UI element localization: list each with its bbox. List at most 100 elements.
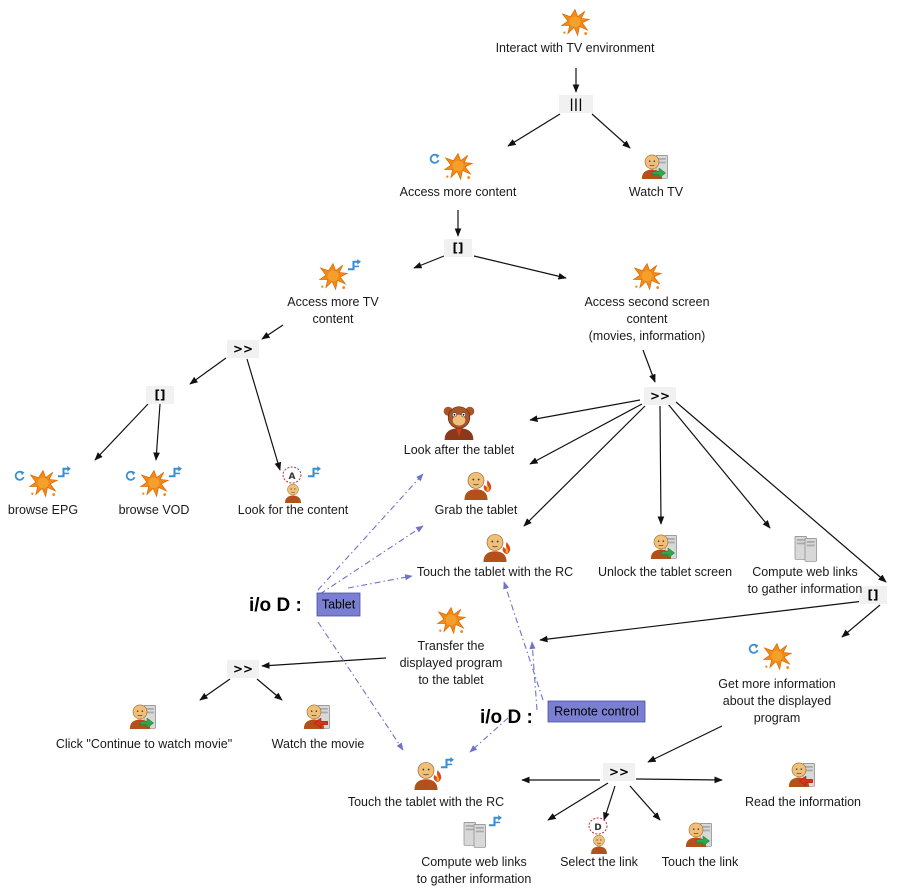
task-label: Get more information — [718, 677, 835, 691]
operator-transfer: >> — [227, 660, 259, 678]
task-link — [547, 782, 609, 821]
task-label: displayed program — [400, 656, 503, 670]
device-prefix: i/o D : — [480, 707, 533, 728]
task-label: (movies, information) — [589, 329, 706, 343]
task-root: Interact with TV environment — [496, 9, 655, 55]
abstract-task-icon — [561, 9, 590, 36]
task-label: Access more TV — [287, 295, 379, 309]
task-label: Transfer the — [418, 639, 485, 653]
task-link — [529, 399, 641, 422]
iterative-icon — [14, 469, 26, 481]
task-label: Select the link — [560, 855, 639, 869]
abstract-task-icon — [29, 470, 58, 497]
task-link — [635, 776, 723, 784]
operator-root: ||| — [559, 95, 593, 113]
task-touch-rc: Touch the tablet with the RC — [417, 534, 573, 579]
motor-icon — [483, 480, 492, 492]
motor-icon — [502, 542, 511, 554]
task-label: to gather information — [417, 872, 532, 886]
task-label: Grab the tablet — [435, 503, 518, 517]
operator-box — [227, 660, 259, 678]
computer-icon — [473, 823, 487, 848]
task-link — [667, 403, 771, 529]
task-transfer: Transfer the displayed program to the tabl… — [400, 607, 503, 687]
task-link — [189, 357, 227, 385]
task-label: Touch the tablet with the RC — [417, 565, 573, 579]
optional-icon — [167, 465, 182, 478]
operators: |||[]>>[]>>[]>>>> — [146, 95, 887, 781]
operator-symbol: [] — [453, 241, 464, 255]
task-link — [261, 657, 387, 669]
optional-icon — [346, 258, 361, 271]
operator-box — [644, 387, 676, 405]
task-link — [529, 403, 643, 465]
iterative-icon — [125, 469, 137, 481]
abstract-task-icon — [140, 470, 169, 497]
device-rc: i/o D :Remote control — [480, 700, 646, 728]
task-link — [261, 324, 284, 340]
task-browse-vod: browse VOD — [119, 465, 189, 517]
device-link — [347, 574, 413, 589]
task-label: Access more content — [400, 185, 517, 199]
operator-box — [603, 763, 635, 781]
task-label: to the tablet — [418, 673, 484, 687]
task-link — [153, 403, 161, 461]
device-link — [317, 621, 404, 751]
task-select-link: D Select the link — [560, 817, 639, 869]
abstract-task-icon — [763, 643, 792, 670]
task-link — [199, 678, 231, 701]
bubble-letter-icon: D — [594, 823, 601, 833]
operator-tv: >> — [227, 340, 259, 358]
task-label: Watch TV — [629, 185, 684, 199]
task-label: to gather information — [748, 582, 863, 596]
task-link — [507, 113, 561, 147]
device-prefix: i/o D : — [249, 595, 302, 616]
device-link — [469, 717, 509, 753]
operator-symbol: >> — [233, 342, 253, 356]
task-click-continue: Click "Continue to watch movie" — [56, 704, 232, 751]
device-box — [547, 700, 646, 723]
user-icon — [590, 834, 608, 854]
task-link — [523, 405, 646, 527]
bubble-letter-icon: A — [289, 472, 296, 482]
task-unlock: Unlock the tablet screen — [598, 534, 732, 579]
task-label: Touch the link — [662, 855, 739, 869]
perceptive-task-icon — [443, 406, 475, 440]
operator-access: [] — [444, 239, 472, 257]
task-watch-movie: Watch the movie — [272, 704, 365, 751]
task-grab-tablet: Grab the tablet — [435, 472, 518, 517]
task-label: Watch the movie — [272, 737, 365, 751]
task-touch-rc2: Touch the tablet with the RC — [348, 756, 504, 809]
task-link — [841, 604, 881, 638]
task-compute1: Compute web links to gather information — [748, 535, 863, 596]
optional-icon — [487, 814, 502, 827]
task-link — [642, 349, 656, 383]
operator-symbol: [] — [155, 388, 166, 402]
thought-bubble-icon — [282, 466, 302, 484]
task-label: Look after the tablet — [404, 443, 515, 457]
task-label: content — [626, 312, 668, 326]
operator-symbol: ||| — [569, 97, 582, 111]
abstract-task-icon — [444, 153, 473, 180]
operator-box — [146, 386, 174, 404]
task-label: Interact with TV environment — [496, 41, 655, 55]
device-links — [317, 473, 544, 753]
task-label: Compute web links — [752, 565, 858, 579]
computer-icon — [804, 537, 818, 562]
iterative-icon — [429, 152, 441, 164]
operator-box — [559, 95, 593, 113]
operator-info: >> — [603, 763, 635, 781]
operator-symbol: >> — [609, 765, 629, 779]
task-read-info: Read the information — [745, 762, 861, 809]
task-label: Read the information — [745, 795, 861, 809]
task-link — [629, 785, 661, 821]
task-link — [675, 401, 887, 583]
operator-box — [227, 340, 259, 358]
device-box — [316, 592, 361, 617]
operator-symbol: [] — [868, 588, 879, 602]
